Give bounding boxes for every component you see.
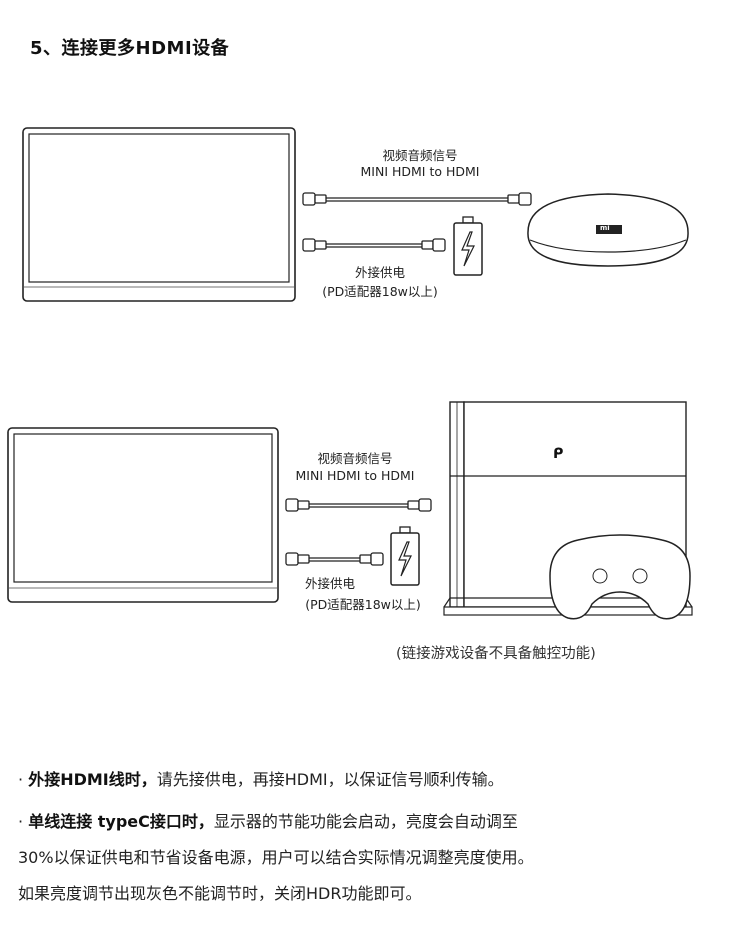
portable-monitor-illustration	[7, 427, 279, 603]
bullet: ·	[18, 812, 24, 831]
power-supply-label: 外接供电	[304, 576, 355, 591]
power-supply-label: 外接供电	[354, 265, 405, 280]
tip-hdmi-order-title: 外接HDMI线时，	[28, 770, 157, 789]
power-cable-illustration	[302, 238, 446, 252]
diagram-game-console-graphics: ᑭ	[7, 401, 693, 620]
diagram-game-console: ᑭ 视频音频信号 MINI HDMI to HDMI 外接供电 (PD适配器18…	[0, 380, 750, 680]
diagram-mini-box: 视频音频信号 MINI HDMI to HDMI 外接供电 (PD适配器18w以…	[0, 0, 750, 320]
signal-cable-spec: MINI HDMI to HDMI	[295, 468, 415, 483]
hdmi-cable-illustration	[285, 498, 432, 512]
power-cable-illustration	[285, 552, 384, 566]
tip-typec-single-cable: · 单线连接 typeC接口时，显示器的节能功能会启动，亮度会自动调至	[18, 812, 518, 832]
box-logo: mi	[600, 224, 610, 232]
power-supply-spec: (PD适配器18w以上)	[322, 284, 438, 299]
tip-typec-line2: 30%以保证供电和节省设备电源，用户可以结合实际情况调整亮度使用。	[18, 848, 534, 867]
portable-monitor-illustration	[22, 127, 296, 302]
game-controller-illustration	[549, 534, 691, 620]
touch-limitation-note: (链接游戏设备不具备触控功能)	[396, 646, 596, 662]
section-heading: 5、连接更多HDMI设备	[30, 38, 230, 59]
signal-cable-label: 视频音频信号	[382, 148, 458, 163]
playstation-logo-icon: ᑭ	[553, 446, 563, 462]
diagram-mini-box-graphics	[22, 127, 689, 302]
battery-icon	[390, 526, 420, 586]
tip-hdmi-order: · 外接HDMI线时，请先接供电，再接HDMI，以保证信号顺利传输。	[18, 770, 504, 790]
hdmi-cable-illustration	[302, 192, 532, 206]
tip-typec-title: 单线连接 typeC接口时，	[28, 812, 214, 831]
bullet: ·	[18, 770, 24, 789]
tip-typec-line3: 如果亮度调节出现灰色不能调节时，关闭HDR功能即可。	[18, 884, 422, 903]
signal-cable-label: 视频音频信号	[317, 451, 393, 466]
power-supply-spec: (PD适配器18w以上)	[305, 597, 421, 612]
signal-cable-spec: MINI HDMI to HDMI	[360, 164, 480, 179]
tip-typec-text: 显示器的节能功能会启动，亮度会自动调至	[213, 812, 518, 831]
tip-hdmi-order-text: 请先接供电，再接HDMI，以保证信号顺利传输。	[156, 770, 504, 789]
tv-box-illustration	[527, 193, 689, 267]
battery-icon	[453, 216, 483, 276]
